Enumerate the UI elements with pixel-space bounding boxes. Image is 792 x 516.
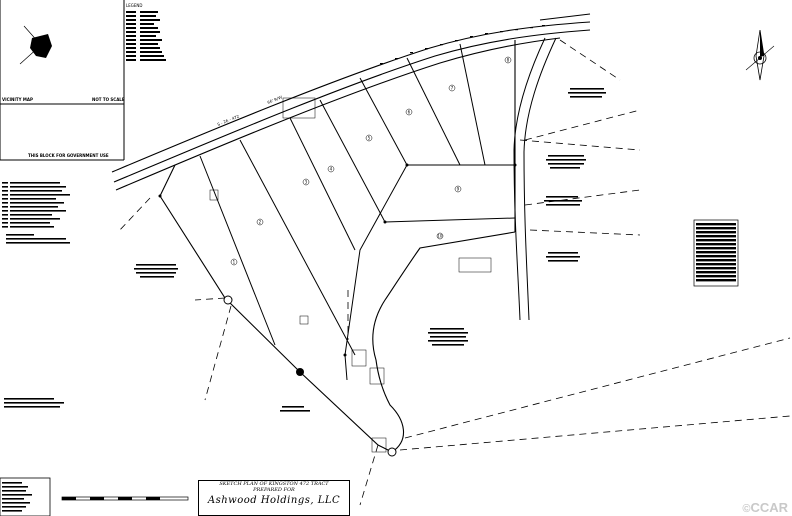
lot-4-number: 4 [330, 166, 333, 171]
government-use-note: THIS BLOCK FOR GOVERNMENT USE [28, 153, 109, 158]
lot-lines [199, 43, 516, 381]
lot-1-number: 1 [233, 259, 236, 264]
title-block-owner: Ashwood Holdings, LLC [207, 495, 341, 506]
copyright-symbol: © [742, 503, 751, 515]
title-block: SKETCH PLAN OF KINGSTON 472 TRACT PREPAR… [198, 480, 350, 516]
survey-notes [2, 182, 70, 408]
vicinity-location-icon [19, 25, 52, 65]
lot-labels: 1 2 3 4 5 6 7 8 9 10 [230, 56, 512, 266]
watermark-text: CCAR [750, 500, 788, 515]
lot-10: 10 [436, 232, 444, 240]
legend: LEGEND [126, 3, 166, 61]
source-watermark: ©CCAR [742, 500, 788, 515]
adjoiner-notes [134, 88, 606, 412]
revision-block [0, 477, 51, 516]
title-block-heading: SKETCH PLAN OF KINGSTON 472 TRACT [219, 481, 329, 487]
vicinity-map-title: VICINITY MAP [2, 97, 33, 102]
line-table [693, 219, 739, 287]
detail-boxes [209, 97, 492, 453]
lot-5-number: 5 [368, 135, 371, 140]
vicinity-map-frame [0, 0, 125, 161]
lot-3: 3 [302, 178, 310, 186]
scale-bar [61, 496, 189, 501]
lot-2-number: 2 [259, 219, 262, 224]
property-boundary [159, 40, 516, 453]
corner-markers [158, 163, 517, 457]
side-road [513, 37, 557, 321]
lot-5: 5 [365, 134, 373, 142]
lot-1: 1 [230, 258, 238, 266]
road-label: S - 26 - 472 66' R/W [217, 94, 283, 126]
lot-4: 4 [327, 165, 335, 173]
vicinity-map-scale-note: NOT TO SCALE [92, 97, 125, 102]
road-right-of-way [111, 13, 591, 191]
road-right-of-way-width: 66' R/W [267, 94, 283, 104]
road-tick-marks [380, 25, 545, 65]
lot-3-number: 3 [305, 179, 308, 184]
lot-9: 9 [454, 185, 462, 193]
lot-8-number: 8 [507, 57, 510, 62]
lot-10-number: 10 [437, 233, 443, 238]
dashed-references [117, 39, 791, 506]
lot-9-number: 9 [457, 186, 460, 191]
lot-2: 2 [256, 218, 264, 226]
lot-7: 7 [448, 84, 456, 92]
lot-7-number: 7 [451, 85, 454, 90]
lot-6-number: 6 [408, 109, 411, 114]
lot-8: 8 [504, 56, 512, 64]
lot-6: 6 [405, 108, 413, 116]
svg-text:LEGEND: LEGEND [126, 3, 142, 8]
title-block-prepared-for: PREPARED FOR [253, 487, 295, 493]
north-arrow-icon [745, 29, 775, 81]
